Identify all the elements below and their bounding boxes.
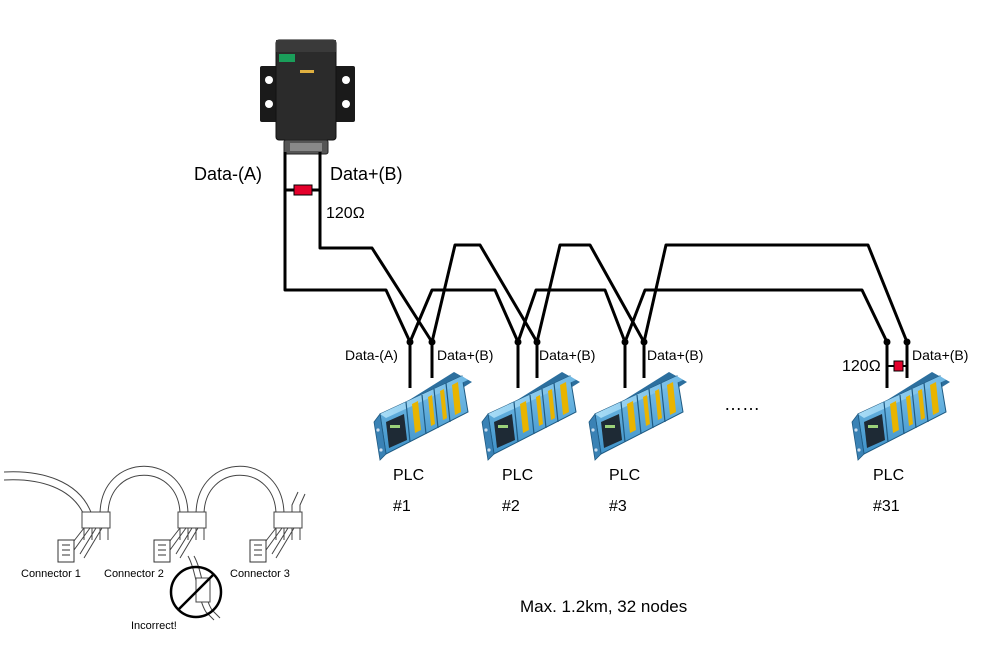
plc-1-number: #1 (393, 498, 411, 515)
plc-3-number: #3 (609, 498, 627, 515)
gateway-resistor-label: 120Ω (326, 205, 365, 222)
gateway-label-b: Data+(B) (330, 164, 403, 184)
junction-dots (406, 338, 911, 346)
daisy-chain-cable-example (3, 465, 306, 621)
gateway-resistor (293, 184, 313, 196)
summary-caption: Max. 1.2km, 32 nodes (520, 597, 687, 616)
plc-3-icon (588, 371, 688, 461)
plc-2-icon (481, 371, 581, 461)
plc-3-name: PLC (609, 467, 640, 484)
node2-label-b: Data+(B) (539, 347, 595, 363)
incorrect-label: Incorrect! (131, 620, 177, 632)
plc-1-icon (373, 371, 473, 461)
node3-label-b: Data+(B) (647, 347, 703, 363)
node31-resistor-label: 120Ω (842, 358, 881, 375)
plc-2-number: #2 (502, 498, 520, 515)
connector-3-label: Connector 3 (230, 568, 290, 580)
connector-2-label: Connector 2 (104, 568, 164, 580)
connector-1-label: Connector 1 (21, 568, 81, 580)
end-resistor (893, 360, 904, 372)
gateway-device (260, 39, 355, 155)
node1-label-b: Data+(B) (437, 347, 493, 363)
node31-label-b: Data+(B) (912, 347, 968, 363)
gateway-label-a: Data-(A) (194, 164, 262, 184)
plc-31-name: PLC (873, 467, 904, 484)
plc-31-number: #31 (873, 498, 900, 515)
plc-31-icon (851, 371, 951, 461)
ellipsis: …… (724, 394, 760, 414)
plc-1-name: PLC (393, 467, 424, 484)
node1-label-a: Data-(A) (345, 347, 398, 363)
plc-2-name: PLC (502, 467, 533, 484)
prohibited-icon (169, 565, 223, 619)
